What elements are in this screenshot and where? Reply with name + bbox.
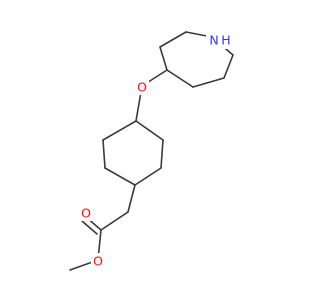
molecule-diagram: N H O O O	[69, 31, 234, 271]
carbonyl-oxygen-label: O	[81, 206, 91, 221]
atom-ether-oxygen: O	[135, 79, 149, 95]
ester-oxygen-label: O	[93, 254, 103, 269]
bond	[127, 184, 136, 213]
cyclohexane-ring	[102, 120, 164, 186]
bond	[160, 139, 164, 169]
bond	[192, 77, 225, 88]
bond	[100, 211, 129, 231]
bond	[159, 46, 168, 71]
bond	[166, 69, 194, 88]
bond	[134, 167, 162, 186]
double-bond	[81, 220, 98, 235]
atom-ester-oxygen: O	[91, 253, 105, 269]
bond	[223, 54, 234, 79]
atom-nitrogen: N H	[206, 31, 232, 49]
ether-linkage	[135, 69, 168, 122]
bond	[104, 167, 136, 186]
bond	[102, 120, 137, 141]
bond	[135, 120, 164, 141]
atom-carbonyl-oxygen: O	[79, 205, 93, 221]
nitrogen-label: N	[209, 33, 218, 48]
bond	[159, 31, 187, 48]
bond	[102, 139, 106, 169]
hydrogen-label: H	[221, 33, 230, 48]
ether-oxygen-label: O	[137, 80, 147, 95]
